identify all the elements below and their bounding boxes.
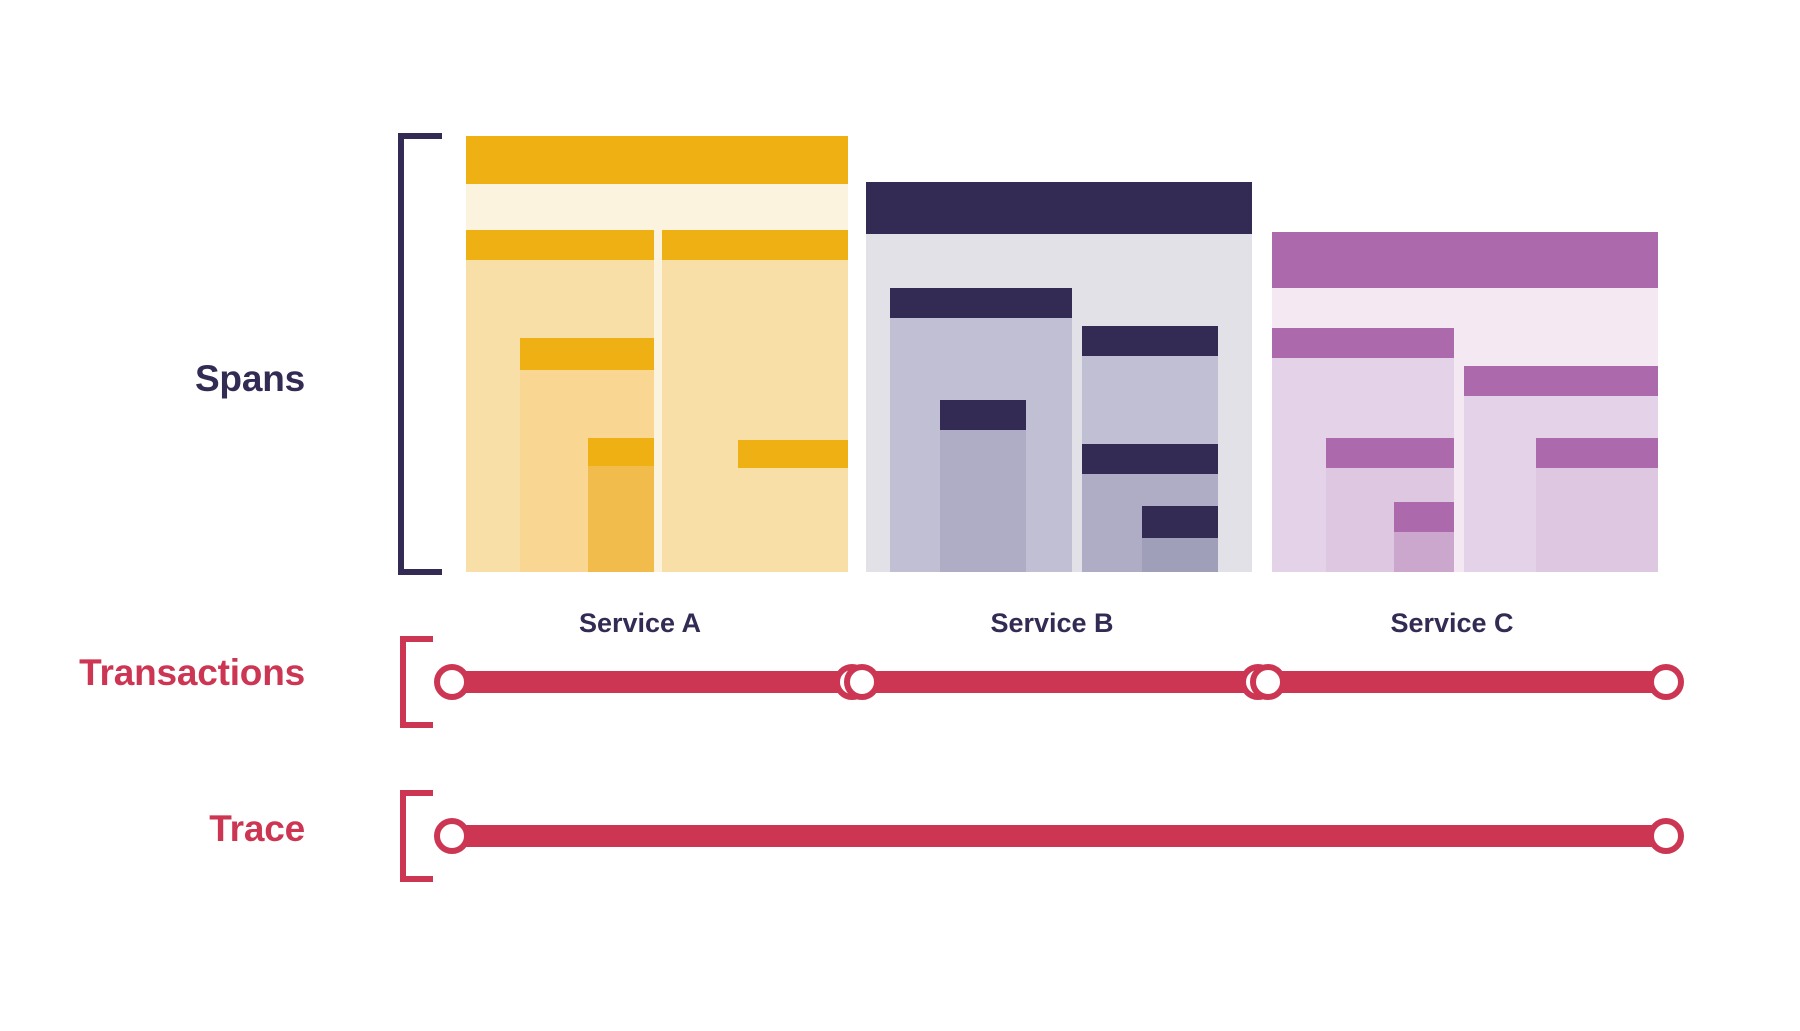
service-a-root-span-header bbox=[466, 136, 848, 184]
service-b-root-span-header bbox=[866, 182, 1252, 234]
service-b-grandchild-2-header bbox=[1082, 444, 1218, 474]
service-a-grandchild-3 bbox=[738, 440, 848, 572]
service-c-grandchild-3-header bbox=[1536, 438, 1658, 468]
service-a-grandchild-3-header bbox=[738, 440, 848, 468]
transactions-bracket bbox=[400, 636, 433, 728]
service-label-service-c: Service C bbox=[1390, 608, 1514, 638]
transaction-c-end-dot[interactable] bbox=[1648, 664, 1684, 700]
transaction-c-bar[interactable] bbox=[1268, 671, 1666, 693]
service-b-grandchild-1-header bbox=[940, 400, 1026, 430]
transaction-a-bar[interactable] bbox=[452, 671, 852, 693]
service-b-grandchild-1 bbox=[940, 400, 1026, 572]
service-c-root-span-header bbox=[1272, 232, 1658, 288]
service-a-child-span-2-header bbox=[662, 230, 848, 260]
service-c-child-span-1-header bbox=[1272, 328, 1454, 358]
trace-span-start-dot[interactable] bbox=[434, 818, 470, 854]
service-c-grandchild-2 bbox=[1394, 502, 1454, 572]
row-label-transactions: Transactions bbox=[79, 652, 305, 693]
transaction-b-start-dot[interactable] bbox=[844, 664, 880, 700]
service-c-child-span-2-header bbox=[1464, 366, 1658, 396]
trace-bracket bbox=[400, 790, 433, 882]
trace-span-bar[interactable] bbox=[452, 825, 1666, 847]
service-c-grandchild-3 bbox=[1536, 438, 1658, 572]
service-b-child-span-1-header bbox=[890, 288, 1072, 318]
service-b-child-span-2-header bbox=[1082, 326, 1218, 356]
service-c-grandchild-2-header bbox=[1394, 502, 1454, 532]
service-label-service-b: Service B bbox=[990, 608, 1114, 638]
trace-span-end-dot[interactable] bbox=[1648, 818, 1684, 854]
transaction-a-start-dot[interactable] bbox=[434, 664, 470, 700]
row-label-trace: Trace bbox=[209, 808, 305, 849]
service-b-grandchild-3 bbox=[1142, 506, 1218, 572]
service-a-grandchild-2-header bbox=[588, 438, 654, 466]
service-b-grandchild-3-header bbox=[1142, 506, 1218, 538]
service-a-child-span-1-header bbox=[466, 230, 654, 260]
row-label-spans: Spans bbox=[194, 358, 305, 399]
transaction-b-bar[interactable] bbox=[862, 671, 1258, 693]
spans-bracket bbox=[398, 133, 442, 575]
spans-area bbox=[466, 136, 1658, 572]
service-a-grandchild-1-header bbox=[520, 338, 654, 370]
service-label-service-a: Service A bbox=[578, 608, 702, 638]
service-c-grandchild-1-header bbox=[1326, 438, 1454, 468]
transaction-c-start-dot[interactable] bbox=[1250, 664, 1286, 700]
service-a-grandchild-2 bbox=[588, 438, 654, 572]
